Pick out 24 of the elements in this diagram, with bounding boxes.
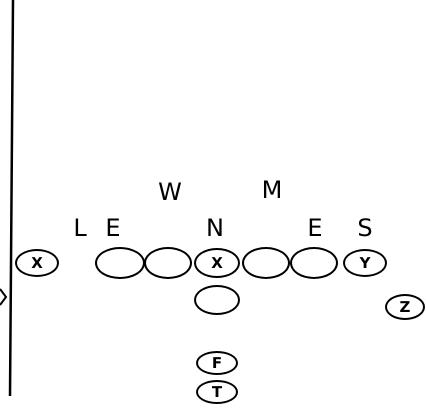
player-oval xyxy=(343,249,387,277)
position-letter: W xyxy=(158,180,182,204)
player-oval xyxy=(194,248,240,278)
player-oval xyxy=(194,285,240,315)
player-oval xyxy=(196,380,238,404)
position-letter: M xyxy=(262,178,282,202)
player-letter: X xyxy=(31,256,43,270)
player-letter: X xyxy=(211,256,223,270)
player-oval xyxy=(290,247,338,279)
player-letter: Z xyxy=(400,300,410,314)
position-letter: L xyxy=(73,216,87,240)
player-oval xyxy=(95,247,145,279)
player-letter: Y xyxy=(360,256,370,270)
player-oval xyxy=(144,247,192,279)
position-letter: E xyxy=(105,216,121,240)
player-letter: F xyxy=(212,356,222,370)
position-letter: S xyxy=(357,216,373,240)
position-letter: N xyxy=(206,216,224,240)
player-letter: T xyxy=(212,384,222,400)
player-oval xyxy=(242,247,290,279)
player-oval xyxy=(196,351,238,375)
player-oval xyxy=(15,249,59,277)
player-oval xyxy=(385,294,425,320)
position-letter: E xyxy=(307,216,323,240)
